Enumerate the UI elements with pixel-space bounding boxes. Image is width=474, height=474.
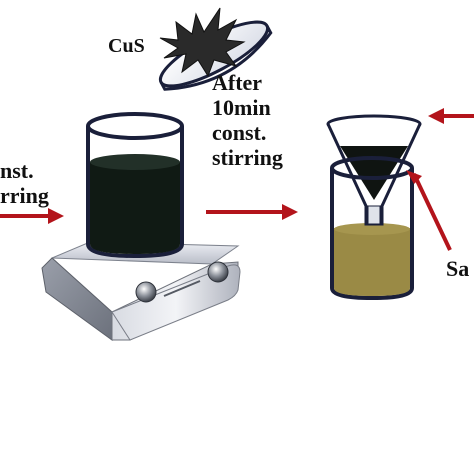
middle-step-label: After 10min const. stirring xyxy=(212,70,283,170)
knob-left-icon xyxy=(135,281,157,303)
arrow-to-sample xyxy=(406,170,452,251)
middle-step-line-2: 10min xyxy=(212,95,271,120)
beaker-dark-solution xyxy=(86,112,184,259)
filtration-setup xyxy=(326,114,422,301)
middle-step-line-1: After xyxy=(212,70,263,95)
left-step-line-1: nst. xyxy=(0,158,34,183)
left-step-label: nst. rring xyxy=(0,158,49,208)
knob-right-icon xyxy=(207,261,229,283)
arrow-to-filtration xyxy=(206,204,298,220)
cus-label: CuS xyxy=(108,35,145,57)
middle-step-line-3: const. xyxy=(212,120,267,145)
arrow-to-funnel xyxy=(428,108,474,124)
middle-step-line-4: stirring xyxy=(212,145,283,170)
cus-particle-icon xyxy=(159,7,246,78)
sample-label-cut: Sa xyxy=(446,256,470,281)
left-step-line-2: rring xyxy=(0,183,49,208)
cus-dish xyxy=(158,7,273,91)
arrow-into-stirrer xyxy=(0,208,64,224)
